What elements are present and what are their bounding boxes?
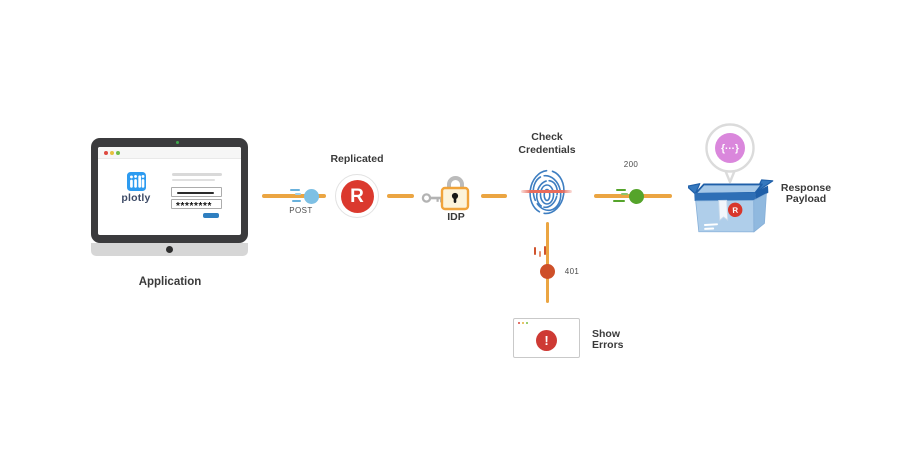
speed-dash-icon: [613, 199, 625, 202]
form-text-line: [172, 173, 222, 176]
post-packet-icon: [303, 188, 319, 204]
browser-titlebar: [98, 147, 241, 159]
traffic-light-minimize-icon: [110, 150, 114, 155]
speed-dash-icon: [295, 192, 301, 195]
badge-letter: R: [732, 206, 738, 215]
camera-dot-icon: [176, 141, 179, 144]
idp-label: IDP: [447, 211, 465, 223]
traffic-light-close-icon: [518, 322, 521, 325]
scan-line-icon: [521, 190, 572, 194]
speed-dash-icon: [534, 247, 537, 255]
monitor-logo-dot: [166, 246, 173, 253]
speed-dash-icon: [292, 199, 301, 202]
alert-icon: !: [536, 330, 557, 351]
speed-dash-icon: [621, 193, 628, 196]
error-branch-line: [545, 222, 550, 303]
check-credentials-label: Check Credentials: [518, 131, 576, 156]
login-button: [203, 213, 219, 218]
plotly-logo-icon: [127, 172, 146, 191]
flow-line-segment: [262, 194, 326, 198]
speed-dash-icon: [290, 188, 300, 191]
speed-dash-icon: [539, 251, 542, 257]
traffic-light-minimize-icon: [522, 322, 525, 325]
traffic-light-close-icon: [104, 150, 108, 155]
form-text-line: [172, 178, 215, 181]
flow-line-segment: [387, 194, 414, 198]
plotly-wordmark: plotly: [121, 192, 151, 204]
package-box-icon: R: [688, 179, 774, 233]
success-packet-icon: [629, 188, 644, 204]
error-window: !: [513, 318, 580, 358]
json-glyph: {···}: [721, 144, 739, 155]
traffic-light-zoom-icon: [116, 150, 120, 155]
replicated-badge-icon: [728, 202, 743, 218]
response-payload-label: Response Payload: [780, 182, 832, 205]
payload-bubble-icon: {···}: [705, 123, 755, 184]
error-packet-icon: [540, 264, 555, 279]
password-field: ********: [171, 199, 222, 209]
traffic-light-zoom-icon: [526, 322, 529, 325]
post-label: POST: [289, 206, 313, 215]
flow-line-segment: [481, 194, 507, 198]
monitor-stand: [91, 243, 248, 256]
idp-lock-key-icon: [421, 176, 470, 211]
replicated-node: R: [335, 174, 379, 218]
username-entered-text: [177, 191, 214, 194]
speed-dash-icon: [543, 246, 546, 255]
show-errors-label: Show Errors: [592, 328, 624, 351]
speed-dash-icon: [616, 189, 626, 192]
replicated-logo-icon: R: [340, 179, 374, 213]
key-icon: [421, 193, 432, 203]
status-401-label: 401: [564, 267, 580, 276]
status-200-label: 200: [623, 160, 639, 169]
username-field: [171, 187, 222, 197]
replicated-label: Replicated: [330, 153, 384, 165]
application-screen: plotly ********: [98, 147, 241, 235]
application-label: Application: [138, 276, 202, 288]
